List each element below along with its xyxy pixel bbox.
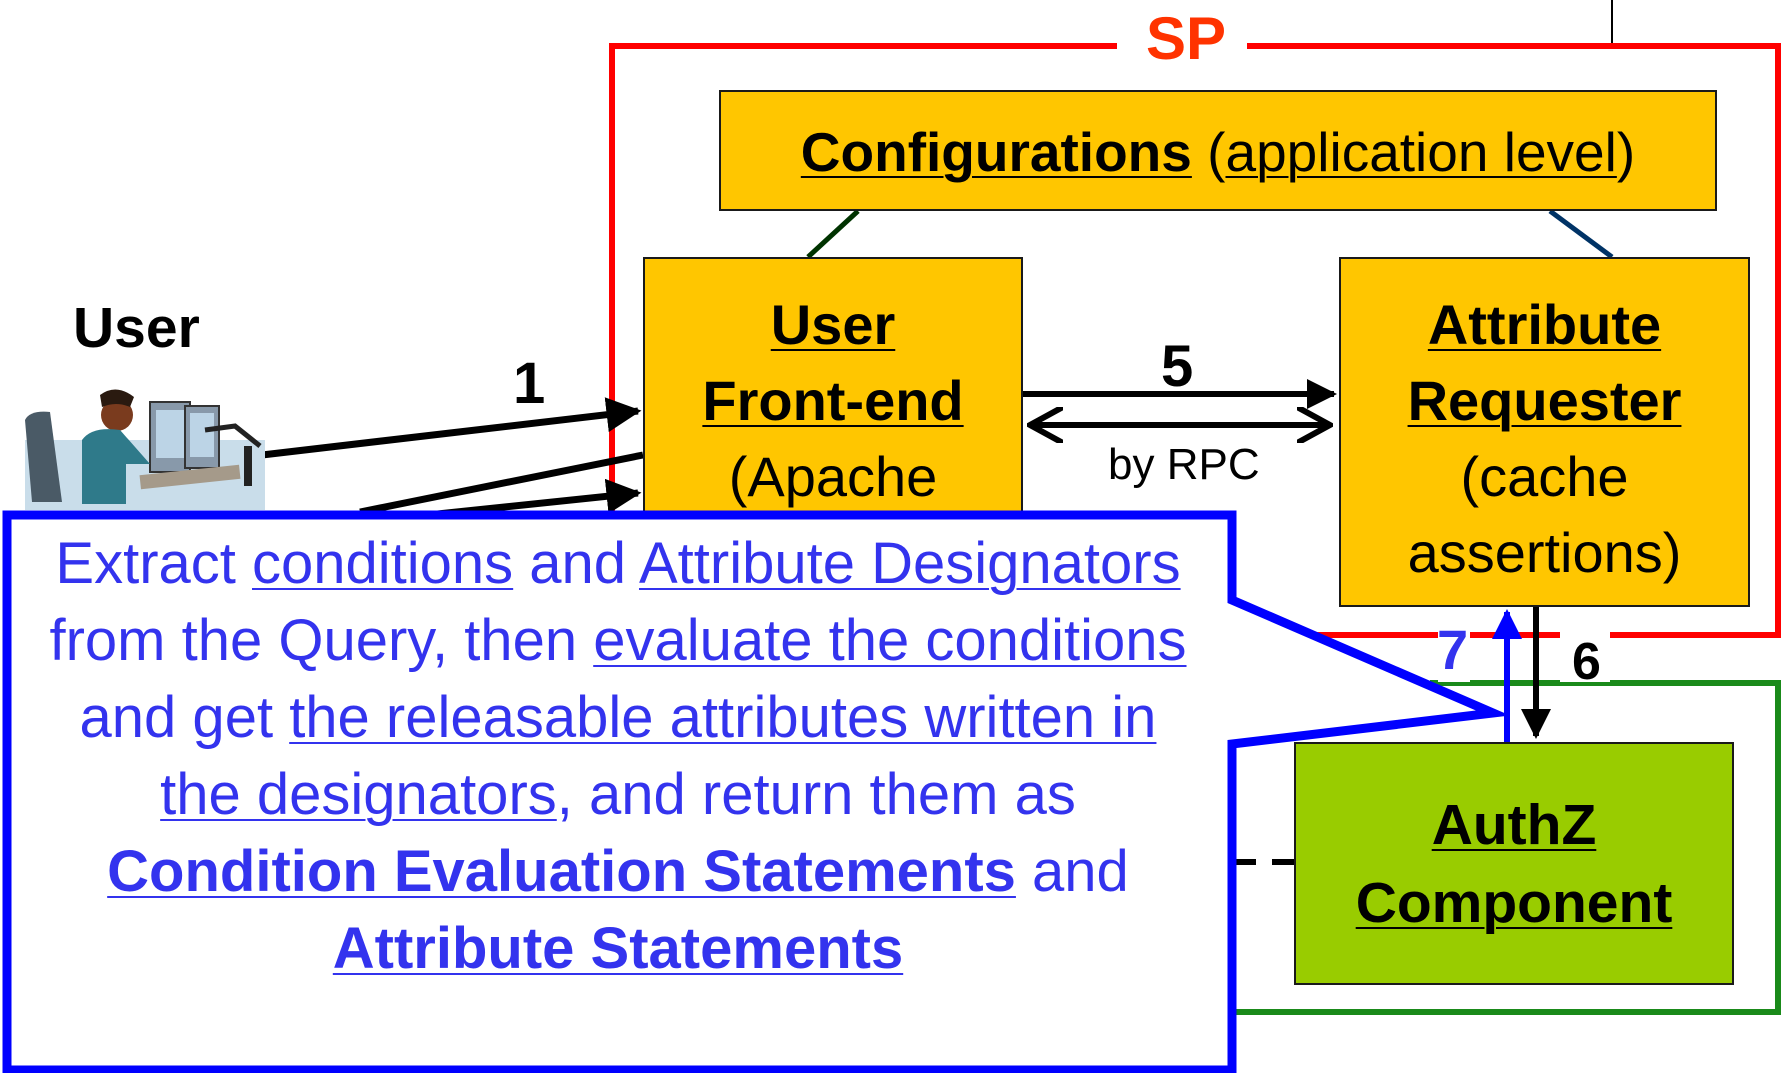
authz-boundary: [1230, 680, 1781, 1015]
configurations-paren-open: (: [1191, 121, 1226, 183]
arrow-step-1: [261, 397, 642, 459]
user-icon: [25, 389, 265, 510]
configurations-title: Configurations: [800, 121, 1192, 183]
callout-t4: and get: [79, 685, 290, 750]
callout-conditions: conditions: [252, 531, 514, 596]
requester-line-3: (cache: [1460, 445, 1629, 508]
configurations-box: Configurations (application level): [719, 90, 1717, 211]
callout-t6: and: [1015, 839, 1129, 904]
arrow-return: [359, 451, 644, 516]
callout-attribute-statements: Attribute Statements: [332, 916, 904, 981]
step-1-label: 1: [513, 351, 546, 416]
step-7-label: 7: [1437, 618, 1469, 681]
config-requester-link: [1548, 208, 1614, 260]
authz-component-box: AuthZ Component: [1294, 742, 1734, 985]
step-6-label: 6: [1572, 633, 1601, 691]
authz-line-1: AuthZ: [1431, 793, 1597, 857]
callout-releasable-attributes: the releasable attributes written in the…: [160, 685, 1157, 827]
callout-t2: and: [513, 531, 639, 596]
sp-label: SP: [1146, 5, 1227, 72]
callout-condition-evaluation-statements: Condition Evaluation Statements: [107, 839, 1016, 904]
callout-text: Extract conditions and Attribute Designa…: [32, 525, 1204, 1065]
callout-t3: from the Query, then: [49, 608, 594, 673]
frontend-line-1: User: [770, 293, 896, 356]
callout-attribute-designators: Attribute Designators: [638, 531, 1181, 596]
config-frontend-link: [806, 209, 860, 259]
requester-line-2: Requester: [1407, 369, 1682, 432]
user-frontend-box: User Front-end (Apache: [643, 257, 1023, 517]
authz-line-2: Component: [1355, 871, 1673, 935]
callout-evaluate-conditions: evaluate the conditions: [593, 608, 1187, 673]
frontend-line-3: (Apache: [728, 445, 938, 508]
frontend-line-2: Front-end: [702, 369, 964, 432]
user-label: User: [73, 296, 200, 360]
callout-t5: , and return them as: [556, 762, 1076, 827]
requester-line-4: assertions): [1407, 521, 1682, 584]
requester-line-1: Attribute: [1427, 293, 1662, 356]
rpc-label: by RPC: [1108, 440, 1260, 489]
attribute-requester-box: Attribute Requester (cache assertions): [1339, 257, 1750, 607]
callout-t1: Extract: [55, 531, 252, 596]
configurations-paren-close: ): [1616, 121, 1636, 183]
step-5-label: 5: [1161, 334, 1194, 399]
configurations-detail: application level: [1225, 121, 1617, 183]
